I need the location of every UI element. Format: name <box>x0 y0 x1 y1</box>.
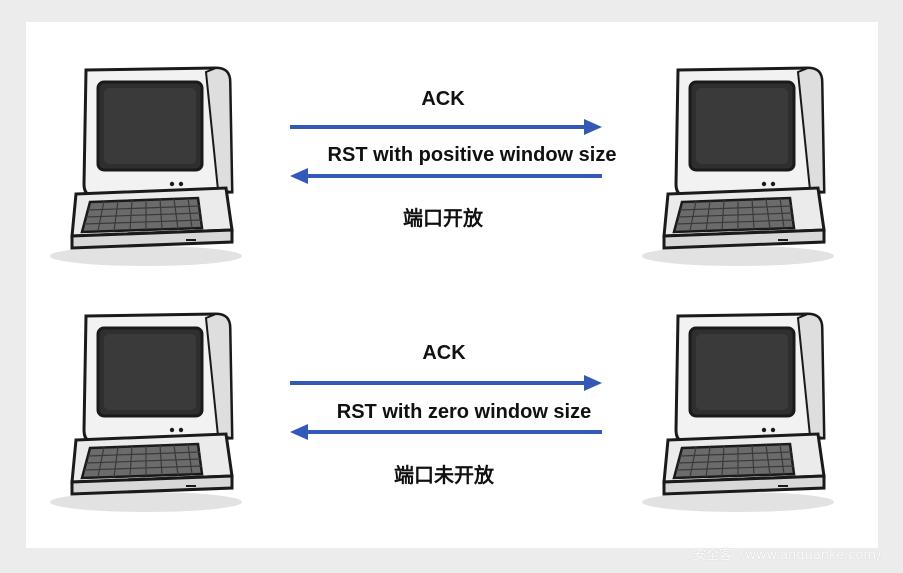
row1-arrow-right-icon <box>290 119 602 135</box>
row2-arrow-left-icon <box>290 424 602 440</box>
row2-reply-label: RST with zero window size <box>336 401 592 423</box>
diagram-canvas: ACK RST with positive window size 端口开放 <box>26 22 878 548</box>
watermark: 安全客（www.anquanke.com） <box>693 548 889 563</box>
row2-forward-label: ACK <box>422 342 466 364</box>
row1-forward-label: ACK <box>421 88 465 110</box>
row2-status-label: 端口未开放 <box>394 463 494 487</box>
right-computer-icon <box>638 306 838 516</box>
row2-arrow-right-icon <box>290 375 602 391</box>
left-computer-icon <box>46 306 246 516</box>
right-computer-icon <box>638 60 838 270</box>
row1-arrow-left-icon <box>290 168 602 184</box>
row1-reply-label: RST with positive window size <box>327 144 617 166</box>
row1-status-label: 端口开放 <box>403 206 483 230</box>
left-computer-icon <box>46 60 246 270</box>
